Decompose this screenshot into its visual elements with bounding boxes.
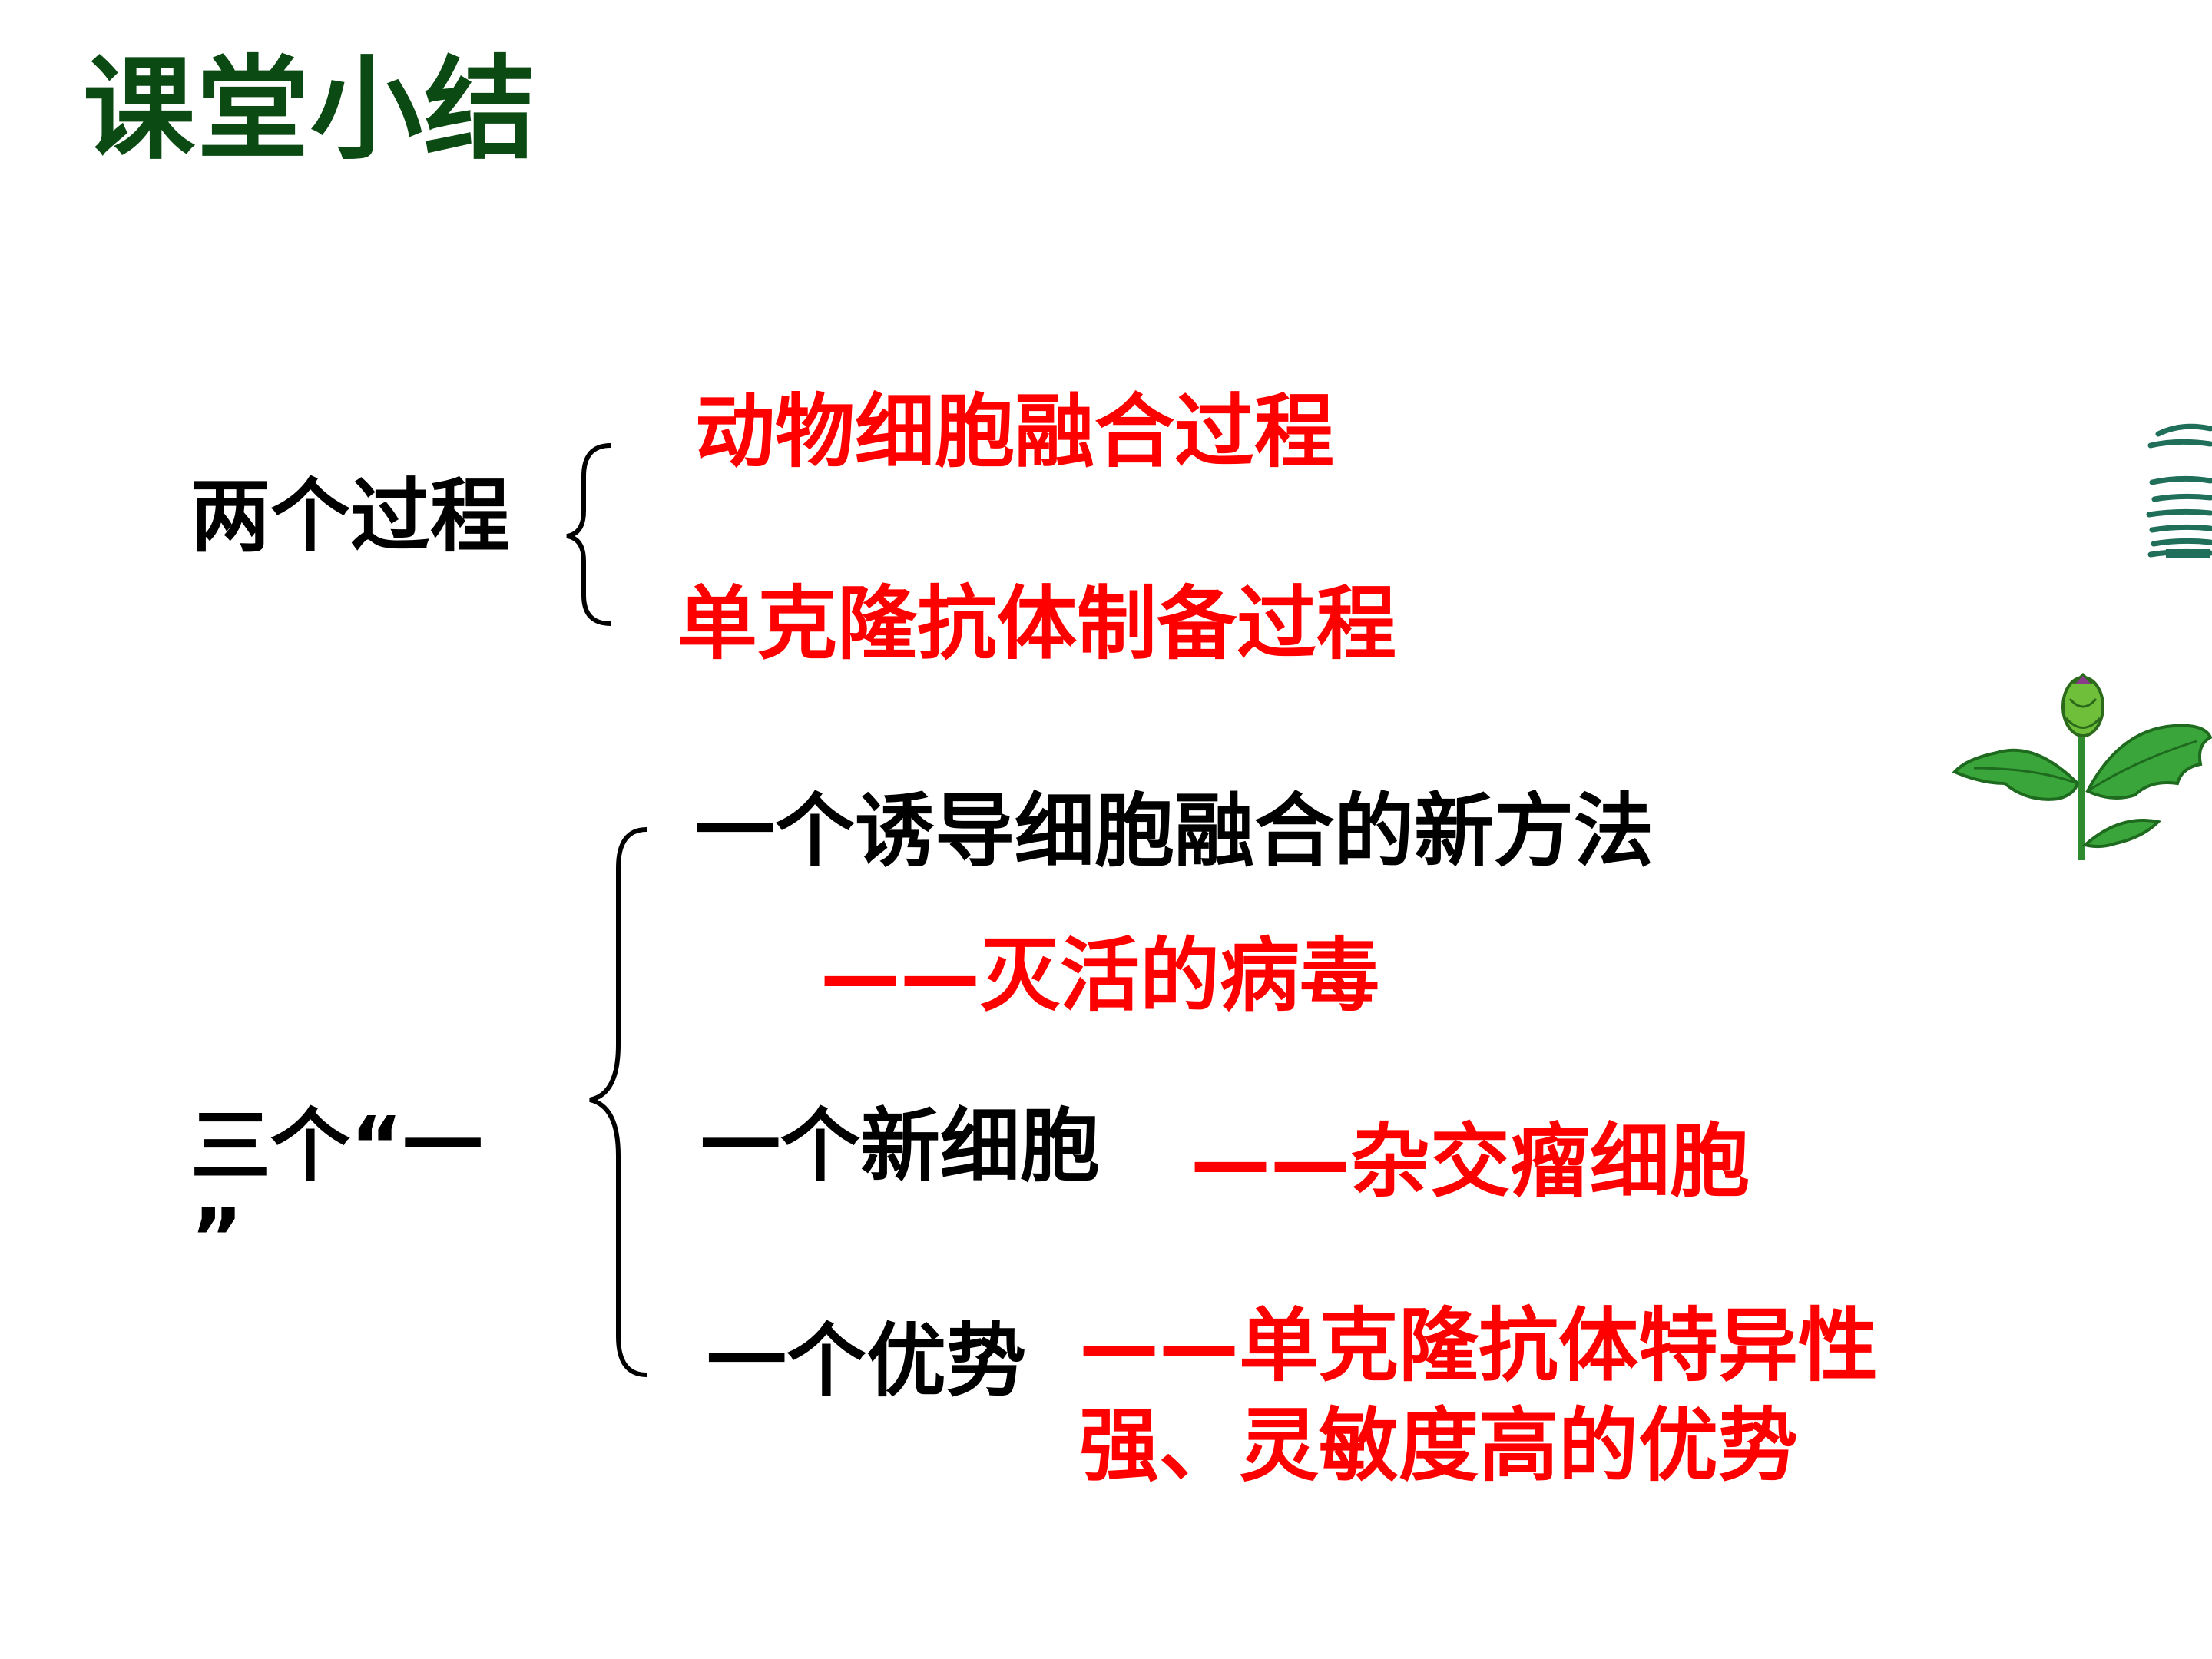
group1-item-1: 动物细胞融合过程 (695, 385, 1335, 478)
group2-item-3-answer-line1: ——单克隆抗体特异性 (1079, 1299, 1879, 1392)
group2-item-1-answer: ——灭活的病毒 (820, 929, 1380, 1022)
group2-label: 三个“一 (190, 1099, 483, 1193)
flower-bud-icon (1952, 672, 2212, 860)
group2-item-3-answer-line2: 强、灵敏度高的优势 (1079, 1399, 1799, 1492)
group2-item-2-main: 一个新细胞 (700, 1099, 1101, 1193)
grass-icon (2146, 423, 2212, 558)
group1-label: 两个过程 (190, 469, 511, 563)
group2-item-2-answer: ——杂交瘤细胞 (1190, 1114, 1750, 1208)
slide-title: 课堂小结 (83, 45, 538, 175)
group2-item-1-main: 一个诱导细胞融合的新方法 (695, 784, 1654, 878)
group2-label-close-quote: ” (190, 1191, 243, 1285)
group1-item-2: 单克隆抗体制备过程 (677, 577, 1397, 671)
group2-item-3-main: 一个优势 (707, 1314, 1027, 1408)
